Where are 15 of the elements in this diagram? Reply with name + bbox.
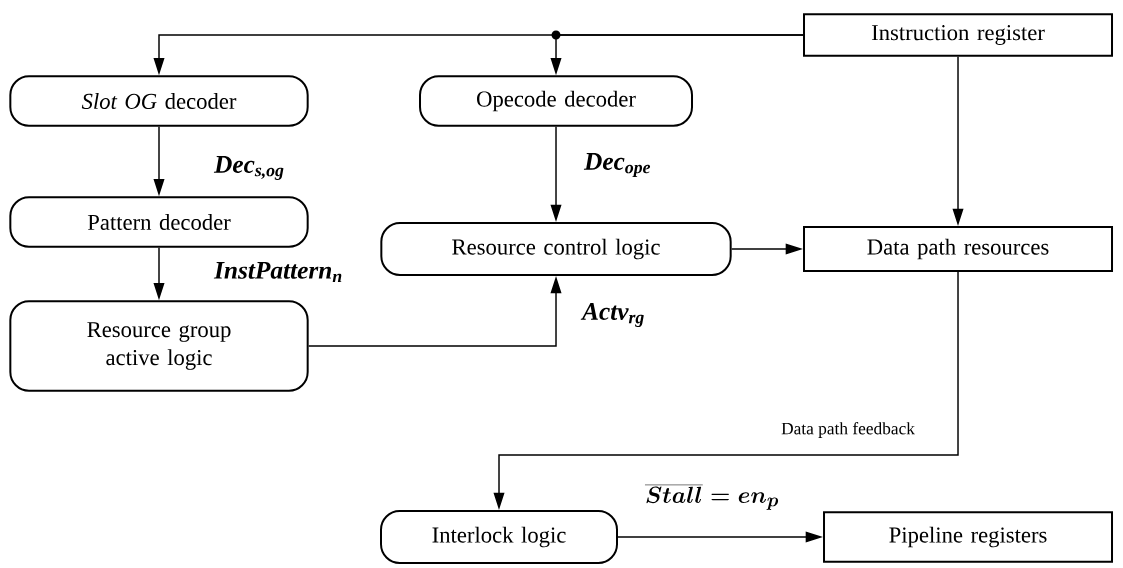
edge-label: InstPattern$_{n}$ [212,260,345,284]
edge-label: $\overline{Stall} = en_{p}$ [643,482,781,512]
edge-label: Data path feedback [779,420,917,440]
block-box: Data path resources [803,226,1113,272]
block-box: Instruction register [803,13,1113,57]
edge-label: Actv$_{rg}$ [580,301,647,329]
rounded-box: Resource group active logic [9,300,309,392]
rounded-box: Resource control logic [380,222,732,276]
edge-label: Dec$_{ope}$ [582,151,653,179]
block-box: Pipeline registers [823,511,1113,563]
edge-label: Dec$_{s,og}$ [212,154,286,182]
rounded-box: Interlock logic [380,510,618,564]
rounded-box: Slot OG decoder [9,75,309,127]
rounded-box: Pattern decoder [9,196,309,248]
rounded-box: Opecode decoder [419,75,693,127]
